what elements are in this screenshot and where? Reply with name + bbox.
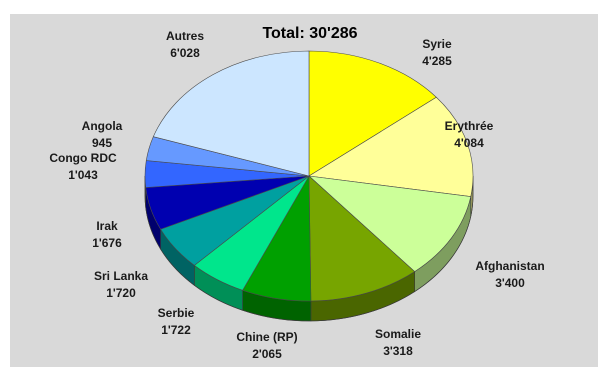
slice-1	[308, 96, 474, 197]
pie-rim	[144, 176, 474, 322]
slice-0	[308, 50, 437, 177]
slice-10	[152, 50, 310, 177]
chart-title: Total: 30'286	[262, 25, 357, 42]
slice-3	[308, 175, 416, 302]
slice-label-4: Chine (RP)2'065	[236, 330, 297, 361]
slice-2	[308, 175, 472, 272]
pie-slices	[144, 50, 474, 302]
